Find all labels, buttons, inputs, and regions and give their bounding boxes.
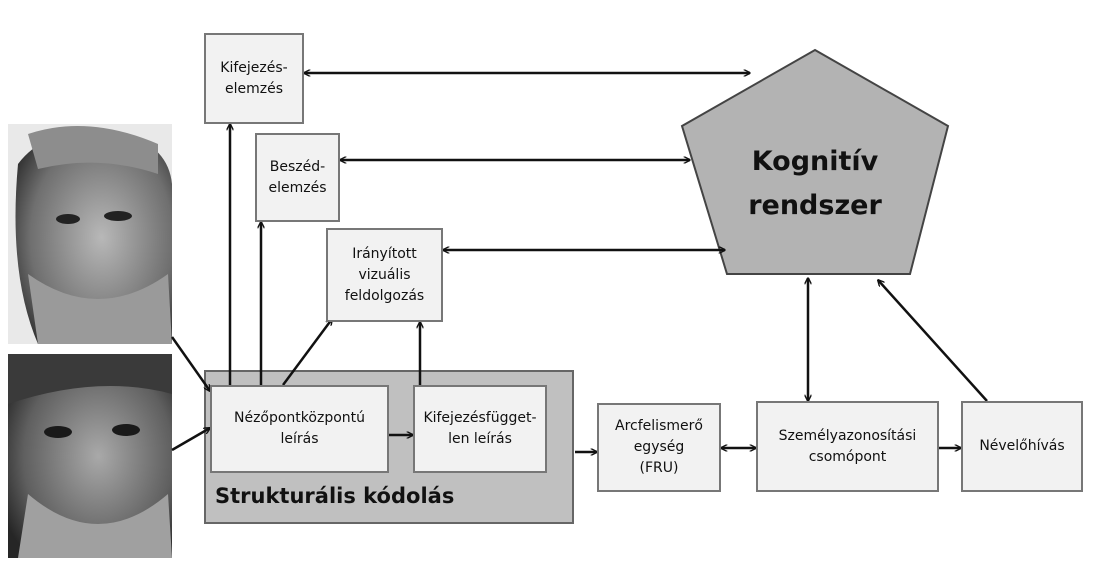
directed-visual-processing-box: Irányított vizuális feldolgozás bbox=[326, 228, 443, 322]
face-photo-top bbox=[8, 124, 172, 344]
cognitive-system-pentagon bbox=[680, 48, 950, 275]
arrow-name-cognitive bbox=[878, 280, 988, 402]
speech-analysis-box: Beszéd- elemzés bbox=[255, 133, 340, 222]
structural-encoding-label: Strukturális kódolás bbox=[215, 484, 455, 508]
person-identity-node-box: Személyazonosítási csomópont bbox=[756, 401, 939, 492]
face-recognition-unit-box: Arcfelismerő egység (FRU) bbox=[597, 403, 721, 492]
viewpoint-centred-description-box: Nézőpontközpontú leírás bbox=[210, 385, 389, 473]
arrow-photo-top-viewpoint bbox=[170, 336, 210, 391]
cognitive-system-label: Kognitív rendszer bbox=[748, 146, 882, 221]
arrow-photo-bottom-viewpoint bbox=[171, 428, 210, 452]
name-retrieval-box: Névelőhívás bbox=[961, 401, 1083, 492]
expression-independent-description-box: Kifejezésfügget- len leírás bbox=[413, 385, 547, 473]
arrow-viewpoint-visual bbox=[281, 319, 332, 386]
expression-analysis-box: Kifejezés- elemzés bbox=[204, 33, 304, 124]
face-photo-bottom bbox=[8, 354, 172, 558]
